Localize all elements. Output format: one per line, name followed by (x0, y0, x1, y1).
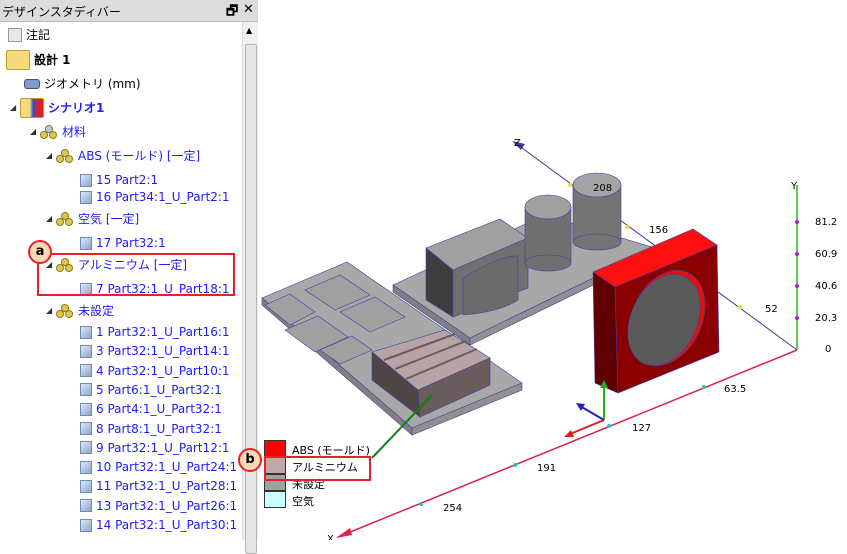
z-tick: 52 (765, 304, 778, 315)
part-cube-icon (80, 190, 92, 204)
tree-item-design[interactable]: 設計 1 (6, 50, 71, 70)
callout-marker-a: a (28, 240, 52, 264)
tree-item-part[interactable]: 1 Part32:1_U_Part16:1 (80, 322, 230, 342)
tree-item-material-group[interactable]: ◢未設定 (46, 301, 114, 321)
tree-item-part[interactable]: 9 Part32:1_U_Part12:1 (80, 438, 230, 458)
callout-marker-b: b (238, 448, 262, 472)
tree-item-part[interactable]: 4 Part32:1_U_Part10:1 (80, 361, 230, 381)
transformer[interactable] (425, 218, 529, 318)
x-axis-label: X (327, 534, 334, 540)
close-icon[interactable]: ✕ (243, 2, 254, 17)
y-tick: 60.9 (815, 249, 837, 260)
part-cube-icon (80, 518, 92, 532)
part-cube-icon (80, 422, 92, 435)
z-tick: 208 (593, 183, 612, 194)
scenario-folder-icon (20, 98, 44, 118)
callout-box-a (37, 253, 235, 296)
y-tick: 20.3 (815, 313, 837, 324)
legend-label: 空気 (292, 495, 314, 508)
tree-item-part[interactable]: 8 Part8:1_U_Part32:1 (80, 419, 222, 439)
tree-item-scenario[interactable]: ◢シナリオ1 (10, 98, 104, 118)
tree-item-part[interactable]: 10 Part32:1_U_Part24:1 (80, 457, 237, 477)
expand-arrow-icon[interactable]: ◢ (46, 260, 53, 269)
y-tick: 40.6 (815, 281, 837, 292)
notes-icon (8, 28, 22, 42)
part-cube-icon (80, 173, 92, 187)
legend-label: アルミニウム (292, 461, 358, 474)
geometry-icon (24, 79, 40, 89)
legend-swatch (264, 474, 286, 491)
tree-item-part[interactable]: 11 Part32:1_U_Part28:1 (80, 476, 237, 496)
y-tick: 0 (825, 344, 831, 355)
expand-arrow-icon[interactable]: ◢ (46, 306, 53, 315)
tree-item-part[interactable]: 16 Part34:1_U_Part2:1 (80, 187, 230, 207)
part-cube-icon (80, 402, 92, 416)
tree-item-part[interactable]: 14 Part32:1_U_Part30:1 (80, 515, 237, 535)
fan-abs[interactable] (592, 228, 720, 394)
material-icon (56, 149, 74, 163)
part-cube-icon (80, 364, 92, 378)
panel-title: デザインスタディバー (2, 5, 121, 19)
capacitor-small[interactable] (524, 194, 572, 272)
tree-item-material-group[interactable]: ◢アルミニウム [一定] (46, 255, 187, 275)
scroll-up-icon[interactable]: ▲ (246, 26, 253, 35)
tree-item-part[interactable]: 17 Part32:1 (80, 233, 166, 253)
tree-scrollbar[interactable]: ▲ (242, 22, 258, 554)
expand-arrow-icon[interactable]: ◢ (46, 214, 53, 223)
y-axis-label: Y (790, 181, 798, 192)
orientation-triad[interactable] (564, 380, 608, 437)
part-cube-icon (80, 344, 92, 358)
tree-item-part[interactable]: 15 Part2:1 (80, 170, 158, 190)
design-tree: 注記 設計 1 ジオメトリ (mm) ◢シナリオ1 ◢材料 ◢ABS (モールド… (0, 22, 242, 540)
panel-titlebar: デザインスタディバー 🗗 ✕ (0, 0, 258, 22)
tree-item-geometry[interactable]: ジオメトリ (mm) (24, 74, 141, 94)
x-axis-line (337, 349, 798, 538)
tree-item-materials[interactable]: ◢材料 (30, 122, 86, 142)
tree-item-material-group[interactable]: ◢ABS (モールド) [一定] (46, 146, 200, 166)
material-icon (56, 258, 74, 272)
tree-item-part[interactable]: 3 Part32:1_U_Part14:1 (80, 341, 230, 361)
float-icon[interactable]: 🗗 (226, 4, 239, 19)
callout-box-b (264, 456, 371, 481)
x-tick: 63.5 (724, 384, 746, 395)
leader-line (371, 394, 433, 459)
materials-icon (40, 125, 58, 139)
3d-viewport[interactable]: Z Y X 81.2 60.9 40.6 20.3 0 63.5 127 191… (0, 0, 847, 540)
material-icon (56, 304, 74, 318)
design-study-bar: デザインスタディバー 🗗 ✕ 注記 設計 1 ジオメトリ (mm) ◢シナリオ1… (0, 0, 258, 554)
expand-arrow-icon[interactable]: ◢ (10, 103, 17, 112)
part-cube-icon (80, 383, 92, 397)
part-cube-icon (80, 479, 92, 493)
part-cube-icon (80, 499, 92, 513)
tree-item-material-group[interactable]: ◢空気 [一定] (46, 209, 139, 229)
tree-item-part[interactable]: 13 Part32:1_U_Part26:1 (80, 496, 237, 516)
material-icon (56, 212, 74, 226)
y-tick: 81.2 (815, 217, 837, 228)
heatsink-aluminum[interactable] (371, 329, 491, 418)
part-cube-icon (80, 236, 92, 250)
capacitor-large[interactable] (572, 172, 622, 251)
legend-label: 未設定 (292, 478, 325, 491)
x-tick: 254 (443, 503, 462, 514)
tree-item-notes[interactable]: 注記 (8, 25, 50, 45)
expand-arrow-icon[interactable]: ◢ (46, 151, 53, 160)
legend-swatch (264, 440, 286, 457)
legend-label: ABS (モールド) (292, 444, 370, 457)
part-cube-icon (80, 325, 92, 339)
part-cube-icon (80, 441, 92, 455)
legend-swatch (264, 491, 286, 508)
x-tick: 191 (537, 463, 556, 474)
tree-item-part[interactable]: 6 Part4:1_U_Part32:1 (80, 399, 222, 419)
tree-item-part[interactable]: 5 Part6:1_U_Part32:1 (80, 380, 222, 400)
design-folder-icon (6, 50, 30, 70)
z-axis-arrow (512, 141, 525, 150)
z-tick: 156 (649, 225, 668, 236)
z-axis-label: Z (514, 138, 521, 149)
part-cube-icon (80, 460, 92, 474)
x-axis-arrow (336, 528, 352, 538)
expand-arrow-icon[interactable]: ◢ (30, 127, 37, 136)
x-tick: 127 (632, 423, 651, 434)
